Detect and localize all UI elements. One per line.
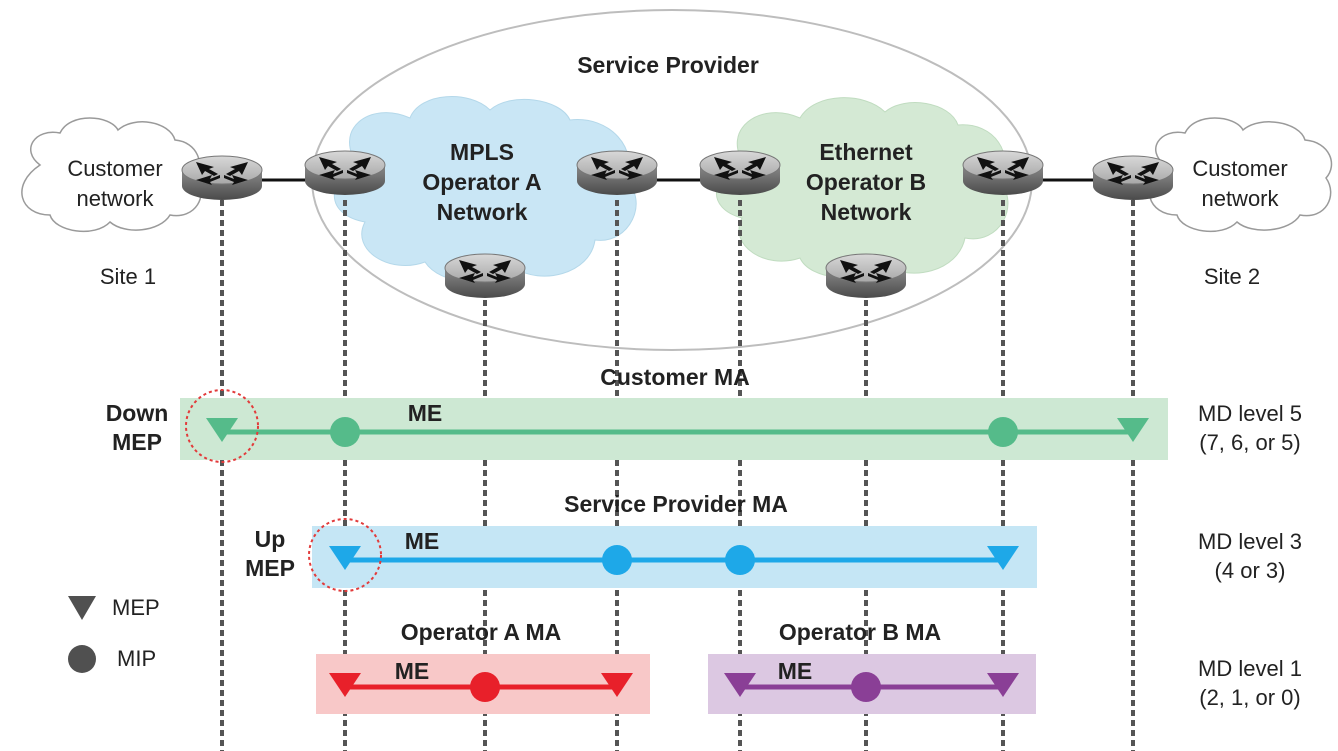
operator-b-label-3: Network: [821, 199, 912, 225]
site-2-label: Site 2: [1204, 264, 1260, 289]
router-core-a: [444, 253, 526, 299]
operator-a-mip: [470, 672, 500, 702]
provider-ma-title: Service Provider MA: [564, 491, 788, 517]
operator-b-mep-right: [987, 673, 1019, 697]
customer-me-label: ME: [408, 400, 443, 426]
customer-mep-left: [206, 418, 238, 442]
customer-right-cloud: [1148, 117, 1333, 233]
customer-mip-right: [988, 417, 1018, 447]
operator-b-me-label: ME: [778, 658, 813, 684]
operator-a-mep-right: [601, 673, 633, 697]
md-level-1-range: (2, 1, or 0): [1199, 685, 1300, 710]
customer-ma-band: [180, 398, 1168, 460]
provider-mip-a: [602, 545, 632, 575]
router-pe-a1: [304, 150, 386, 196]
provider-ma-band: [312, 526, 1037, 588]
site-1-label: Site 1: [100, 264, 156, 289]
mip-legend-icon: [68, 645, 96, 673]
provider-me-label: ME: [405, 528, 440, 554]
customer-left-label-2: network: [76, 186, 154, 211]
md-level-5-label: MD level 5: [1198, 401, 1302, 426]
router-site1: [181, 155, 263, 201]
down-mep-callout: [185, 389, 259, 463]
mep-legend-label: MEP: [112, 595, 160, 620]
operator-a-label-3: Network: [437, 199, 528, 225]
mep-legend-icon: [68, 596, 96, 620]
operator-b-ma-title: Operator B MA: [779, 619, 941, 645]
operator-a-mep-left: [329, 673, 361, 697]
md-level-5-range: (7, 6, or 5): [1199, 430, 1300, 455]
customer-mep-right: [1117, 418, 1149, 442]
up-mep-label-1: Up: [255, 526, 286, 552]
router-core-b: [825, 253, 907, 299]
router-site2: [1092, 155, 1174, 201]
customer-ma-title: Customer MA: [600, 364, 750, 390]
operator-a-me-label: ME: [395, 658, 430, 684]
router-pe-b1: [699, 150, 781, 196]
operator-a-label-2: Operator A: [422, 169, 541, 195]
md-level-3-label: MD level 3: [1198, 529, 1302, 554]
down-mep-label-1: Down: [106, 400, 169, 426]
router-pe-a2: [576, 150, 658, 196]
provider-mep-left: [329, 546, 361, 570]
provider-mip-b: [725, 545, 755, 575]
operator-a-cloud: [333, 96, 637, 283]
operator-b-label-1: Ethernet: [819, 139, 913, 165]
operator-b-mip: [851, 672, 881, 702]
down-mep-label-2: MEP: [112, 429, 162, 455]
operator-b-mep-left: [724, 673, 756, 697]
customer-right-label-2: network: [1201, 186, 1279, 211]
customer-left-label-1: Customer: [67, 156, 162, 181]
router-pe-b2: [962, 150, 1044, 196]
customer-right-label-1: Customer: [1192, 156, 1287, 181]
service-provider-label: Service Provider: [577, 52, 759, 78]
operator-a-label-1: MPLS: [450, 139, 514, 165]
mip-legend-label: MIP: [117, 646, 156, 671]
provider-mep-right: [987, 546, 1019, 570]
md-level-3-range: (4 or 3): [1215, 558, 1286, 583]
up-mep-callout: [308, 518, 382, 592]
up-mep-label-2: MEP: [245, 555, 295, 581]
md-level-1-label: MD level 1: [1198, 656, 1302, 681]
customer-mip-left: [330, 417, 360, 447]
operator-a-ma-title: Operator A MA: [401, 619, 562, 645]
operator-b-label-2: Operator B: [806, 169, 926, 195]
